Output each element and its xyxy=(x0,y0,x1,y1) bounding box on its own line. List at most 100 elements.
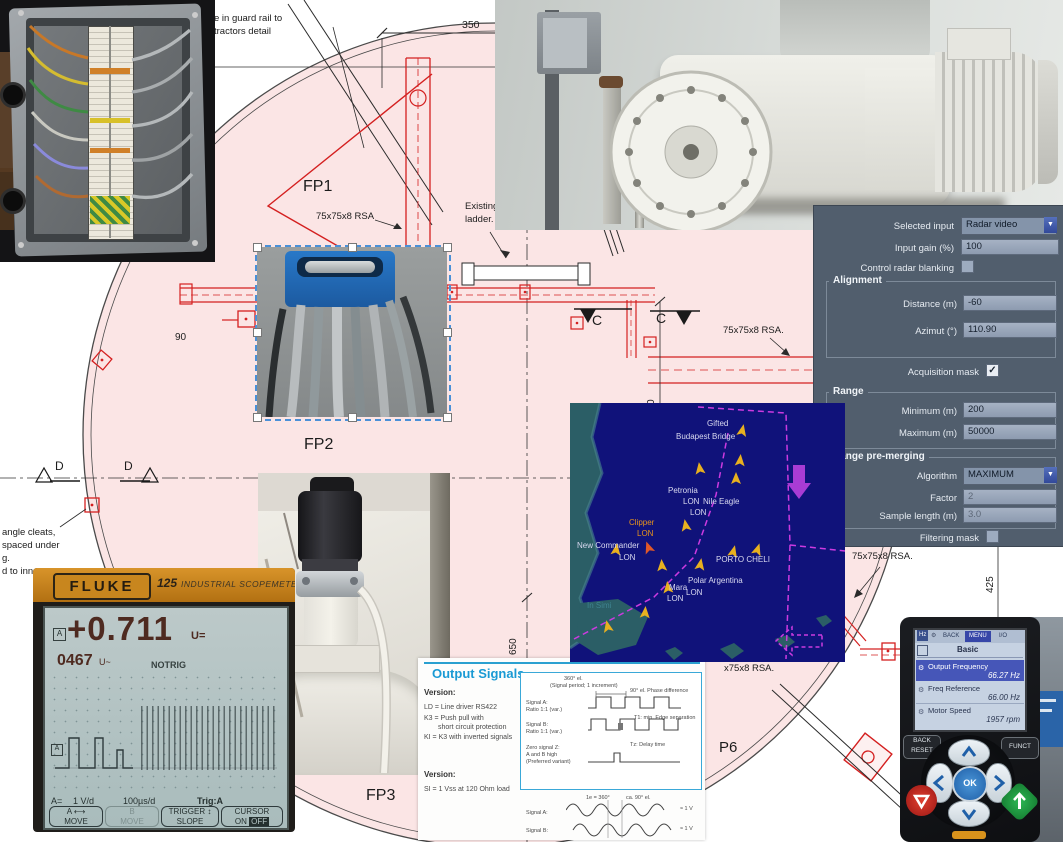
rsa-right-label: 75x75x8 RSA. xyxy=(723,325,784,336)
wrench-icon: ⚙ xyxy=(918,709,925,716)
algorithm-value: MAXIMUM xyxy=(968,469,1014,480)
factor-field[interactable]: 2 xyxy=(963,489,1057,505)
softkey-trigger-slope: TRIGGER ↕ SLOPE xyxy=(161,806,219,827)
fp3-label: FP3 xyxy=(366,787,396,804)
selection-handle[interactable] xyxy=(443,328,452,337)
factor-label: Factor xyxy=(930,493,957,504)
ship-label: LON xyxy=(683,497,700,506)
azimut-field[interactable]: 110.90 xyxy=(963,322,1057,338)
control-blanking-checkbox[interactable] xyxy=(961,260,974,273)
row-value: 66.27 Hz xyxy=(987,671,1020,680)
status-trig: Trig:A xyxy=(197,796,223,806)
selection-handle[interactable] xyxy=(253,413,262,422)
output-signals-doc: Output Signals Version: LD = Line driver… xyxy=(418,658,705,840)
doc-line: KI = K3 with inverted signals xyxy=(424,734,513,741)
doc-line: SI = 1 Vss at 120 Ohm load xyxy=(424,786,510,793)
wires xyxy=(26,24,194,199)
doc-anno: T1: min. Edge separation xyxy=(634,715,696,721)
sine-waveforms xyxy=(566,800,672,838)
mount-plate xyxy=(286,645,380,673)
algorithm-dropdown[interactable]: MAXIMUM ▼ xyxy=(963,467,1057,485)
chevron-down-icon[interactable]: ▼ xyxy=(1044,217,1057,233)
doc-anno: (Preferred variant) xyxy=(526,759,571,765)
doc-anno: 90° el. Phase difference xyxy=(630,688,689,694)
rsa-fp1-label: 75x75x8 RSA xyxy=(316,211,375,222)
selection-handle[interactable] xyxy=(253,243,262,252)
screen-title: Basic xyxy=(957,645,979,654)
ship-label: Mara xyxy=(669,583,688,592)
trace-marker: A xyxy=(51,744,63,756)
fp1-label: FP1 xyxy=(303,178,333,195)
acquisition-checkbox[interactable]: ✓ xyxy=(986,364,999,377)
filtering-checkbox[interactable] xyxy=(986,530,999,543)
algorithm-label: Algorithm xyxy=(916,471,957,482)
motor-terminal-box xyxy=(947,28,1011,60)
selected-input-dropdown[interactable]: Radar video ▼ xyxy=(961,217,1057,235)
flange xyxy=(609,70,773,230)
status-time: 100µs/d xyxy=(123,796,156,806)
adapter xyxy=(304,597,358,649)
ship-label: Clipper xyxy=(629,518,655,527)
row-output-frequency: ⚙ Output Frequency 66.27 Hz xyxy=(916,660,1024,681)
selection-handle[interactable] xyxy=(348,413,357,422)
ship-label: Nile Eagle xyxy=(703,497,740,506)
doc-version2: Version: xyxy=(424,770,456,779)
selection-handle[interactable] xyxy=(443,243,452,252)
row-motor-speed: ⚙ Motor Speed 1957 rpm xyxy=(916,704,1024,725)
selection-handle[interactable] xyxy=(443,413,452,422)
cable-gland xyxy=(0,82,26,108)
softkey-cursor: CURSOR ON OFF xyxy=(221,806,283,827)
section-d-label-left: D xyxy=(55,459,64,473)
p6-label: P6 xyxy=(719,739,738,756)
existing-ladder-line2: ladder. xyxy=(465,214,494,225)
motor-endbell xyxy=(1038,60,1058,184)
maximum-field[interactable]: 50000 xyxy=(963,424,1057,440)
selection-handle[interactable] xyxy=(348,243,357,252)
back-label: BACK xyxy=(913,737,931,744)
acquisition-label: Acquisition mask xyxy=(907,367,979,378)
waveform-area: A xyxy=(49,672,281,794)
row-freq-reference: ⚙ Freq Reference 66.00 Hz xyxy=(916,682,1024,704)
softkey-label: MOVE xyxy=(64,817,88,826)
doc-anno: ≈ 1 V xyxy=(680,806,693,812)
ship-label: LON xyxy=(690,508,707,517)
input-gain-label: Input gain (%) xyxy=(894,243,954,254)
note-guard-rail-line1: e in guard rail to xyxy=(214,13,283,24)
doc-anno: A and B high xyxy=(526,752,558,758)
sample-length-label: Sample length (m) xyxy=(879,511,957,522)
move-icon: ⟷ xyxy=(73,807,86,816)
softkey-label: B xyxy=(129,807,135,816)
tab-hz: Hz xyxy=(917,630,929,641)
ship-label: LON xyxy=(637,529,654,538)
ir-port xyxy=(952,831,986,839)
cables xyxy=(265,295,435,417)
row-value: 1957 rpm xyxy=(986,715,1020,724)
doc-anno: (Signal period; 1 increment) xyxy=(550,683,618,689)
updown-icon: ↕ xyxy=(207,807,212,816)
doc-anno: Signal A: xyxy=(526,700,548,706)
premerging-group: Range pre-merging Algorithm MAXIMUM ▼ Fa… xyxy=(826,451,1057,529)
note-guard-rail-line2: tractors detail xyxy=(214,26,272,37)
fp2-label: FP2 xyxy=(304,436,334,453)
doc-anno: ca. 90° el. xyxy=(626,795,651,801)
selection-handle[interactable] xyxy=(253,328,262,337)
ship-label: PORTO CHELI xyxy=(716,555,770,564)
minimum-field[interactable]: 200 xyxy=(963,402,1057,418)
chevron-down-icon[interactable]: ▼ xyxy=(1044,467,1057,483)
doc-anno: 360° el. xyxy=(564,676,583,682)
filtering-label: Filtering mask xyxy=(919,533,979,544)
drive-keypad-photo: Hz ⚙ BACK MENU I/O Basic ⚙ Output Freque… xyxy=(900,617,1063,842)
ship-label: LON xyxy=(667,594,684,603)
range-title: Range xyxy=(829,386,868,397)
tab-back: BACK xyxy=(943,633,960,639)
input-gain-field[interactable]: 100 xyxy=(961,239,1059,255)
wrench-icon: ⚙ xyxy=(918,665,925,672)
coupling-housing xyxy=(865,68,947,190)
section-c-label-right: C xyxy=(656,310,667,326)
sample-length-field[interactable]: 3.0 xyxy=(963,507,1057,523)
distance-field[interactable]: -60 xyxy=(963,295,1057,311)
dim-425-label: 425 xyxy=(985,576,996,593)
distance-label: Distance (m) xyxy=(903,299,957,310)
row-label: Freq Reference xyxy=(928,684,981,693)
connector-photo[interactable] xyxy=(257,247,447,417)
